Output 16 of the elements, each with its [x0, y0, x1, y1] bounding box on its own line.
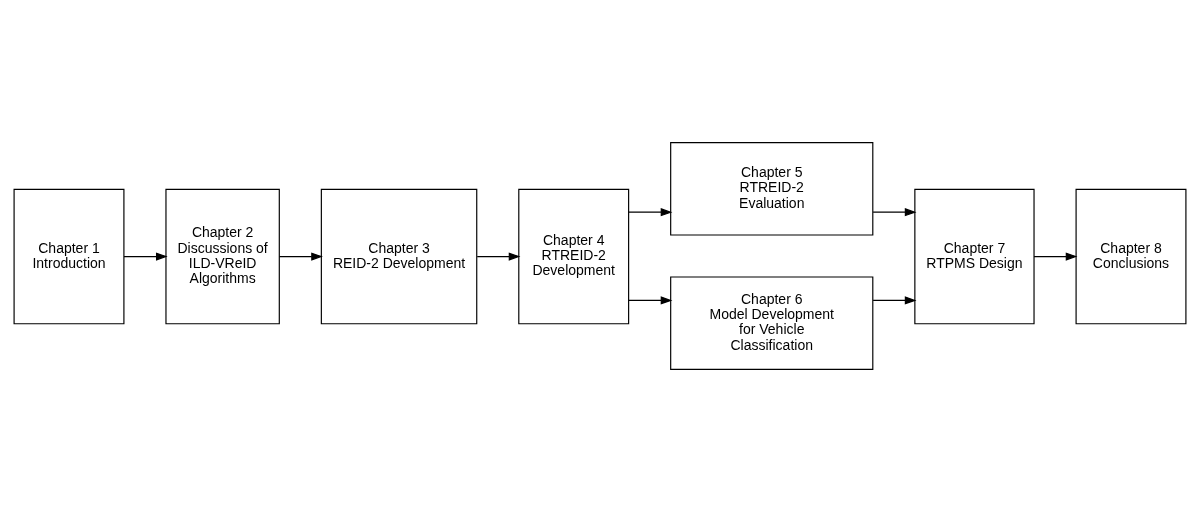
- node-box: Chapter 2 Discussions of ILD-VReID Algorithms: [165, 188, 280, 325]
- arrow: [123, 252, 168, 261]
- node-box: Chapter 4 RTREID-2 Development: [518, 188, 630, 325]
- node-box: Chapter 7 RTPMS Design: [914, 188, 1035, 325]
- node-box: Chapter 5 RTREID-2 Evaluation: [670, 142, 874, 236]
- node-box: Chapter 1 Introduction: [13, 188, 125, 325]
- arrow: [872, 208, 917, 217]
- arrow: [1033, 252, 1078, 261]
- arrow: [872, 296, 917, 305]
- arrow: [628, 208, 673, 217]
- arrow: [628, 296, 673, 305]
- node-box: Chapter 8 Conclusions: [1075, 188, 1187, 325]
- node-box: Chapter 6 Model Development for Vehicle Classification: [670, 276, 874, 370]
- arrow: [476, 252, 521, 261]
- arrow: [278, 252, 323, 261]
- node-box: Chapter 3 REID-2 Development: [320, 188, 478, 325]
